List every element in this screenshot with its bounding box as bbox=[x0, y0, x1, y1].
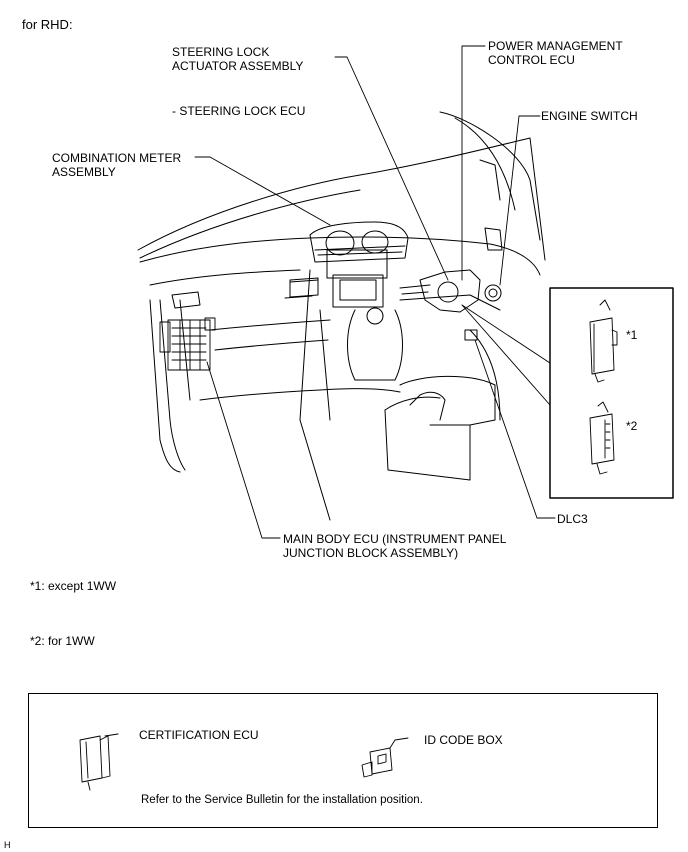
corner-mark: H bbox=[4, 840, 11, 850]
label-dlc3: DLC3 bbox=[557, 512, 588, 526]
side-vents bbox=[171, 227, 503, 309]
label-certification-ecu: CERTIFICATION ECU bbox=[139, 728, 259, 742]
label-power-management-ecu: POWER MANAGEMENT CONTROL ECU bbox=[488, 39, 623, 67]
dashboard-body bbox=[139, 236, 541, 521]
combination-meter bbox=[309, 221, 409, 263]
label-steering-lock-ecu: - STEERING LOCK ECU bbox=[172, 104, 306, 118]
inset-box bbox=[549, 287, 674, 499]
certification-ecu-icon bbox=[79, 733, 119, 791]
floor-console bbox=[384, 375, 496, 481]
label-id-code-box: ID CODE BOX bbox=[424, 733, 503, 747]
junction-block bbox=[159, 317, 216, 371]
windshield-outline bbox=[137, 111, 546, 261]
center-stack bbox=[289, 249, 403, 381]
leader-lines bbox=[194, 45, 556, 539]
inset-marker-2: *2 bbox=[626, 419, 638, 433]
page-title: for RHD: bbox=[22, 17, 73, 32]
label-engine-switch: ENGINE SWITCH bbox=[541, 109, 638, 123]
inset-ecu-2 bbox=[589, 401, 615, 475]
refer-text: Refer to the Service Bulletin for the in… bbox=[141, 794, 423, 806]
label-steering-lock-actuator: STEERING LOCK ACTUATOR ASSEMBLY bbox=[172, 45, 304, 73]
id-code-box-icon bbox=[361, 737, 409, 778]
steering-column bbox=[399, 269, 502, 341]
label-combination-meter: COMBINATION METER ASSEMBLY bbox=[52, 151, 182, 179]
inset-ecu-1 bbox=[589, 299, 618, 383]
note-except-1ww: *1: except 1WW bbox=[30, 579, 117, 593]
inset-marker-1: *1 bbox=[626, 328, 638, 342]
note-for-1ww: *2: for 1WW bbox=[30, 634, 95, 648]
reference-box bbox=[28, 693, 658, 828]
label-main-body-ecu: MAIN BODY ECU (INSTRUMENT PANEL JUNCTION… bbox=[283, 532, 507, 560]
